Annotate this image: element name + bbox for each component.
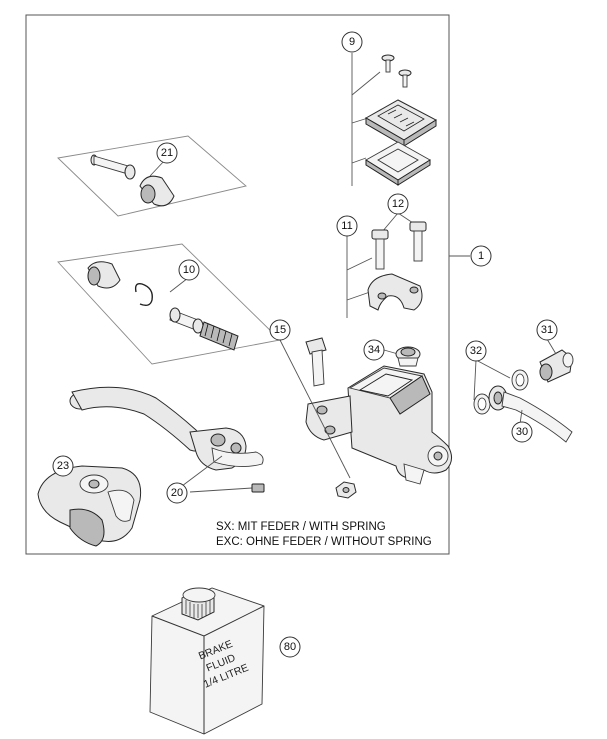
callout-21: 21 [156, 142, 178, 164]
circlip-icon [134, 282, 153, 307]
svg-text:34: 34 [368, 344, 380, 356]
brake-fluid-bottle-icon [149, 587, 265, 735]
callout-9: 9 [341, 31, 363, 53]
brake-lever-icon [69, 386, 264, 471]
svg-text:20: 20 [171, 487, 183, 499]
reservoir-plug-icon [395, 346, 421, 367]
callout-30: 30 [511, 421, 533, 443]
push-pin-icon [90, 154, 136, 180]
lever-guard-icon [37, 465, 142, 547]
svg-text:32: 32 [470, 345, 482, 357]
leader-20-screw [189, 487, 253, 493]
adjuster-screw-icon [251, 483, 265, 493]
dust-boot-icon [139, 175, 175, 207]
callout-80: 80 [279, 636, 301, 658]
svg-text:1: 1 [478, 250, 484, 262]
callout-12: 12 [387, 193, 409, 215]
part-group-9-cover-kit [351, 53, 438, 186]
banjo-bolt-icon [539, 349, 574, 383]
svg-text:30: 30 [516, 426, 528, 438]
nut-icon [335, 481, 357, 499]
boot-sleeve-icon [87, 261, 121, 289]
note-line1: SX: MIT FEDER / WITH SPRING [216, 521, 386, 533]
brake-line-parts [473, 338, 574, 443]
svg-text:80: 80 [284, 641, 296, 653]
callout-34: 34 [363, 339, 385, 361]
assembly-frame [25, 14, 450, 555]
svg-text:23: 23 [57, 460, 69, 472]
callout-31: 31 [536, 319, 558, 341]
leader-20 [181, 455, 223, 487]
handlebar-clamp-icon [367, 273, 423, 311]
bolt-icon [371, 229, 389, 270]
screw-icon [381, 54, 395, 73]
callout-32: 32 [465, 340, 487, 362]
svg-text:31: 31 [541, 324, 553, 336]
part-group-11-clamp-kit [346, 212, 427, 318]
svg-text:9: 9 [349, 36, 355, 48]
part-group-10-piston-kit [57, 243, 281, 365]
master-cylinder-icon [305, 365, 452, 485]
leader-15 [279, 339, 351, 479]
diaphragm-icon [365, 141, 431, 181]
piston-spring-icon [169, 307, 239, 351]
part-group-21-pin-kit [57, 135, 247, 217]
brake-hose-icon [488, 385, 573, 443]
callout-11: 11 [336, 215, 358, 237]
bolt-icon [409, 221, 427, 262]
svg-text:21: 21 [161, 147, 173, 159]
pivot-bolt-icon [305, 337, 327, 387]
svg-text:15: 15 [274, 324, 286, 336]
callout-23: 23 [52, 455, 74, 477]
svg-text:11: 11 [341, 220, 352, 232]
reservoir-cover-icon [364, 99, 438, 141]
screw-icon [398, 69, 412, 88]
callout-1: 1 [470, 245, 492, 267]
svg-text:12: 12 [392, 198, 404, 210]
callout-15: 15 [269, 319, 291, 341]
callout-10: 10 [178, 259, 200, 281]
note-line2: EXC: OHNE FEDER / WITHOUT SPRING [216, 536, 432, 548]
callout-20: 20 [166, 482, 188, 504]
svg-text:10: 10 [183, 264, 195, 276]
